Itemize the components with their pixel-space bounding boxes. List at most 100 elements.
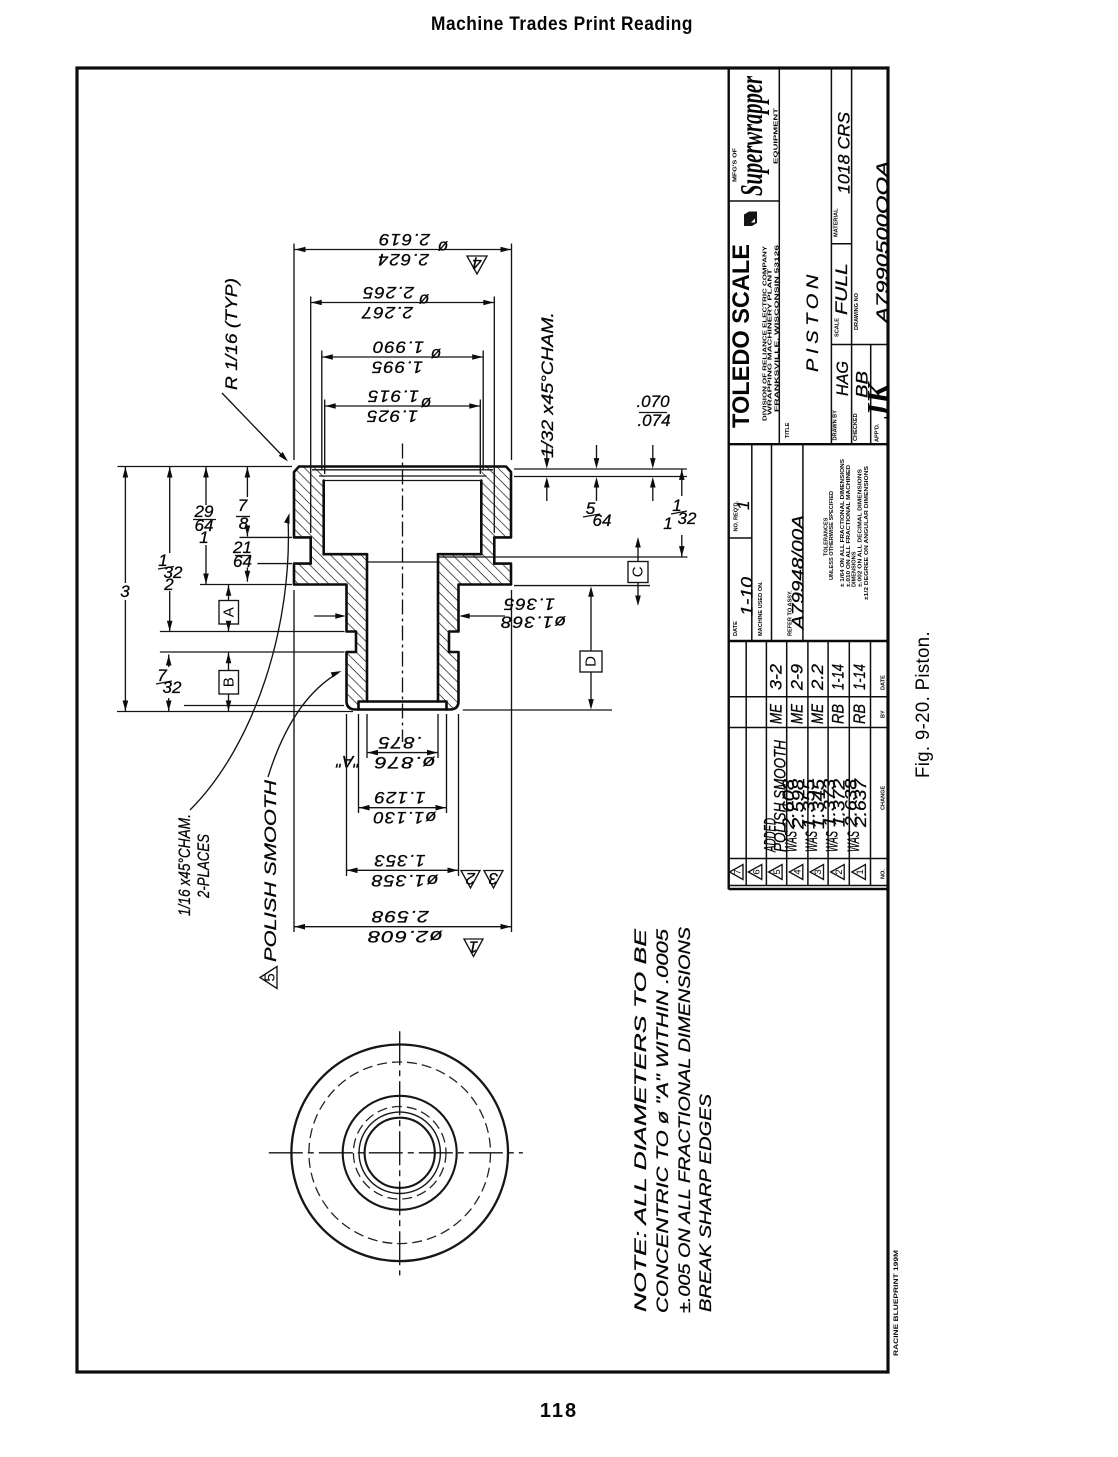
svg-text:DRAWING NO: DRAWING NO xyxy=(854,292,860,330)
svg-text:ø1.130: ø1.130 xyxy=(373,808,437,827)
svg-text:2.638: 2.638 xyxy=(841,778,860,828)
svg-text:1.990: 1.990 xyxy=(372,338,424,357)
svg-text:2: 2 xyxy=(465,869,476,888)
svg-text:WRAPPING MACHINERY PLANT: WRAPPING MACHINERY PLANT xyxy=(768,268,774,415)
svg-text:MFG'S OF: MFG'S OF xyxy=(733,147,739,182)
svg-text:TOLEDO SCALE: TOLEDO SCALE xyxy=(728,244,755,428)
svg-text:3-2: 3-2 xyxy=(767,663,786,690)
svg-text:1.355: 1.355 xyxy=(800,778,819,829)
svg-text:RB: RB xyxy=(850,704,869,724)
svg-text:PISTON: PISTON xyxy=(803,270,822,372)
svg-text:1.129: 1.129 xyxy=(374,788,426,807)
svg-text:NO. REQ'D.: NO. REQ'D. xyxy=(734,501,740,532)
svg-text:A7990500OOA: A7990500OOA xyxy=(873,161,892,324)
svg-text:DIMENSIONS: DIMENSIONS xyxy=(852,551,858,587)
svg-text:DATE: DATE xyxy=(881,675,887,690)
svg-text:ø1.358: ø1.358 xyxy=(371,871,439,890)
svg-text:64: 64 xyxy=(233,552,252,571)
svg-text:2.624: 2.624 xyxy=(377,250,430,269)
svg-text:ø1.368: ø1.368 xyxy=(500,613,566,632)
svg-text:HAG: HAG xyxy=(833,361,852,396)
svg-text:SCALE: SCALE xyxy=(835,318,841,337)
svg-text:1: 1 xyxy=(855,869,866,874)
svg-text:MATERIAL: MATERIAL xyxy=(834,208,840,237)
svg-text:APP'D.: APP'D. xyxy=(874,423,880,442)
svg-text:7: 7 xyxy=(733,869,744,874)
svg-text:A79948/00A: A79948/00A xyxy=(789,515,808,630)
svg-text:ø: ø xyxy=(421,394,431,413)
svg-text:Fig. 9-20. Piston.: Fig. 9-20. Piston. xyxy=(913,631,934,778)
svg-text:CHECKED: CHECKED xyxy=(853,413,859,441)
svg-text:DRAWN BY: DRAWN BY xyxy=(833,410,839,441)
svg-text:3: 3 xyxy=(120,582,130,601)
svg-text:2-9: 2-9 xyxy=(787,663,806,691)
svg-text:1/16 x45°CHAM.: 1/16 x45°CHAM. xyxy=(175,814,194,916)
svg-text:RACINE BLUEPRINT 199M: RACINE BLUEPRINT 199M xyxy=(893,1250,900,1356)
svg-text:BREAK SHARP EDGES: BREAK SHARP EDGES xyxy=(696,1093,715,1312)
svg-text:EQUIPMENT: EQUIPMENT xyxy=(774,107,780,164)
svg-text:Superwrapper: Superwrapper xyxy=(733,76,769,196)
svg-text:1.365: 1.365 xyxy=(503,595,555,614)
svg-text:FULL: FULL xyxy=(832,263,851,315)
svg-text:RB: RB xyxy=(829,704,848,724)
svg-text:WAS: WAS xyxy=(802,831,821,852)
svg-text:1.372: 1.372 xyxy=(830,778,849,827)
svg-text:1.995: 1.995 xyxy=(371,358,423,377)
svg-text:NO.: NO. xyxy=(881,869,887,879)
svg-text:DIVISION OF RELIANCE ELECTRIC: DIVISION OF RELIANCE ELECTRIC COMPANY xyxy=(763,246,769,421)
svg-text:6: 6 xyxy=(752,869,763,874)
svg-text:2.598: 2.598 xyxy=(371,907,430,926)
svg-text:1-10: 1-10 xyxy=(738,576,757,616)
svg-text:BY: BY xyxy=(881,710,887,718)
svg-text:5: 5 xyxy=(772,869,783,874)
svg-text:POLISH SMOOTH: POLISH SMOOTH xyxy=(261,779,280,962)
svg-text:4: 4 xyxy=(472,254,481,273)
svg-text:WAS: WAS xyxy=(781,831,800,852)
svg-text:±.002 ON ALL DECIMAL DIMENSION: ±.002 ON ALL DECIMAL DIMENSIONS xyxy=(858,469,864,587)
svg-text:1: 1 xyxy=(158,551,167,570)
svg-text:1/32 x45°CHAM.: 1/32 x45°CHAM. xyxy=(538,312,557,458)
svg-text:WAS: WAS xyxy=(844,831,863,852)
svg-text:.074: .074 xyxy=(637,411,670,430)
svg-text:ME: ME xyxy=(767,703,786,724)
svg-text:.070: .070 xyxy=(636,392,670,411)
svg-text:POLISH SMOOTH: POLISH SMOOTH xyxy=(771,739,790,852)
svg-text:3: 3 xyxy=(813,869,824,874)
svg-text:TOLERANCES: TOLERANCES xyxy=(824,517,830,556)
svg-text:2.267: 2.267 xyxy=(361,303,414,322)
svg-text:JK: JK xyxy=(860,380,896,420)
svg-text:ADDED: ADDED xyxy=(761,818,780,853)
svg-text:7: 7 xyxy=(238,496,248,515)
svg-text:ø: ø xyxy=(438,238,448,257)
svg-text:21: 21 xyxy=(232,538,252,557)
svg-text:2.2: 2.2 xyxy=(808,663,827,691)
svg-text:1: 1 xyxy=(672,496,681,515)
svg-text:2-PLACES: 2-PLACES xyxy=(194,833,213,898)
svg-text:±1/2 DEGREE ON ANGULAR DIMENSI: ±1/2 DEGREE ON ANGULAR DIMENSIONS xyxy=(864,466,870,600)
svg-text:MACHINE USED ON.: MACHINE USED ON. xyxy=(758,581,764,636)
svg-text:ME: ME xyxy=(808,703,827,724)
svg-text:2.598: 2.598 xyxy=(788,778,807,830)
svg-text:1-14: 1-14 xyxy=(850,664,869,690)
svg-text:5: 5 xyxy=(262,973,279,981)
svg-text:2.608: 2.608 xyxy=(779,778,798,830)
svg-text:ø.876: ø.876 xyxy=(374,753,436,772)
svg-text:3: 3 xyxy=(488,869,498,888)
svg-text:64: 64 xyxy=(195,516,214,535)
svg-text:CHANGE: CHANGE xyxy=(881,785,887,810)
svg-text:ø2.608: ø2.608 xyxy=(367,927,443,946)
svg-text:WAS: WAS xyxy=(823,831,842,852)
svg-text:ME: ME xyxy=(787,703,806,724)
svg-text:1.373: 1.373 xyxy=(820,778,839,827)
svg-text:C: C xyxy=(630,566,647,577)
svg-text:NOTE: ALL DIAMETERS TO BE: NOTE: ALL DIAMETERS TO BE xyxy=(631,928,650,1312)
svg-text:2.637: 2.637 xyxy=(851,778,870,828)
svg-text:2: 2 xyxy=(163,575,174,594)
svg-text:B: B xyxy=(221,677,238,687)
svg-text:FRANKSVILLE, WISCONSIN 53126: FRANKSVILLE, WISCONSIN 53126 xyxy=(775,245,781,412)
svg-text:.875: .875 xyxy=(378,733,422,752)
svg-text:BB: BB xyxy=(853,371,872,398)
svg-text:"A": "A" xyxy=(335,752,359,771)
svg-text:R 1/16 (TYP): R 1/16 (TYP) xyxy=(222,278,241,390)
svg-text:1: 1 xyxy=(663,514,672,533)
